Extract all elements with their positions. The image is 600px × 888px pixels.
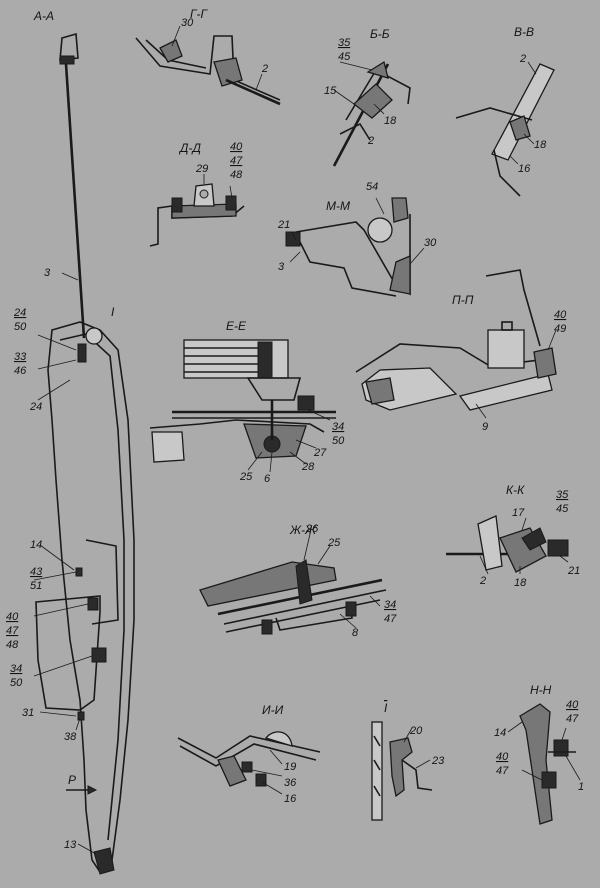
label-aa-14: 14 [30, 539, 42, 551]
label-pp-49: 49 [554, 323, 566, 335]
section-ii-title: И-И [262, 703, 284, 717]
label-zz-34: 34 [384, 599, 396, 611]
label-bb-2: 2 [367, 135, 374, 147]
label-bb-18: 18 [384, 115, 397, 127]
label-ii-16: 16 [284, 793, 297, 805]
label-kk-2: 2 [479, 575, 486, 587]
view-i-marker: I [111, 305, 115, 319]
section-pp-title: П-П [452, 293, 474, 307]
section-ee-title: Е-Е [226, 319, 247, 333]
section-dd-title: Д-Д [178, 141, 201, 155]
label-aa-50b: 50 [10, 677, 23, 689]
label-ee-50: 50 [332, 435, 345, 447]
section-mm-title: М-М [326, 199, 350, 213]
section-vv: В-В 2 18 16 [455, 25, 555, 197]
section-nn: Н-Н 14 40 47 40 47 1 [494, 683, 584, 825]
section-aa: А-А 3 24 50 [6, 9, 135, 875]
label-aa-31: 31 [22, 707, 34, 719]
label-one-20: 20 [409, 725, 423, 737]
section-pp: П-П 40 49 9 [355, 269, 567, 433]
section-bb: Б-Б 35 45 15 18 2 [324, 27, 411, 167]
label-nn-14: 14 [494, 727, 506, 739]
label-zz-8: 8 [352, 627, 359, 639]
label-ee-27: 27 [313, 447, 327, 459]
view-one-title: I [384, 701, 388, 715]
label-aa-34: 34 [10, 663, 22, 675]
label-pp-40: 40 [554, 309, 567, 321]
label-ii-36: 36 [284, 777, 297, 789]
label-aa-50: 50 [14, 321, 27, 333]
view-one: I 20 23 [371, 701, 445, 821]
section-ee: Е-Е 34 50 27 28 25 6 [149, 319, 345, 485]
label-zz-26: 26 [305, 523, 319, 535]
arrow-p-label: Р [68, 773, 76, 787]
label-nn-40b: 40 [496, 751, 509, 763]
label-aa-33: 33 [14, 351, 27, 363]
label-kk-21: 21 [567, 565, 580, 577]
label-dd-40: 40 [230, 141, 243, 153]
label-kk-45: 45 [556, 503, 569, 515]
label-kk-35: 35 [556, 489, 569, 501]
label-ee-28: 28 [301, 461, 315, 473]
label-ee-25: 25 [239, 471, 253, 483]
label-gg-2: 2 [261, 63, 268, 75]
section-zz-title: Ж-Ж [289, 523, 317, 537]
section-kk-title: К-К [506, 483, 525, 497]
label-aa-46: 46 [14, 365, 27, 377]
label-nn-47b: 47 [496, 765, 509, 777]
section-kk: К-К 35 45 17 2 18 21 [446, 483, 580, 589]
section-vv-title: В-В [514, 25, 534, 39]
label-nn-1: 1 [578, 781, 584, 793]
label-zz-47: 47 [384, 613, 397, 625]
label-aa-40: 40 [6, 611, 19, 623]
label-dd-47: 47 [230, 155, 243, 167]
label-aa-24: 24 [13, 307, 26, 319]
label-one-23: 23 [431, 755, 445, 767]
label-vv-2: 2 [519, 53, 526, 65]
section-mm: М-М 54 21 3 30 [277, 181, 437, 297]
label-vv-18: 18 [534, 139, 547, 151]
label-gg-30: 30 [181, 17, 194, 29]
label-aa-13: 13 [64, 839, 77, 851]
label-mm-54: 54 [366, 181, 378, 193]
section-gg: Г-Г 30 2 [135, 7, 281, 106]
section-nn-title: Н-Н [530, 683, 552, 697]
label-dd-29: 29 [195, 163, 208, 175]
label-aa-24b: 24 [29, 401, 42, 413]
label-mm-21: 21 [277, 219, 290, 231]
label-aa-3: 3 [44, 267, 51, 279]
label-nn-47: 47 [566, 713, 579, 725]
label-dd-48: 48 [230, 169, 243, 181]
label-nn-40: 40 [566, 699, 579, 711]
label-vv-16: 16 [518, 163, 531, 175]
section-zz: Ж-Ж 26 25 34 47 8 [199, 523, 397, 639]
label-pp-9: 9 [482, 421, 488, 433]
label-mm-30: 30 [424, 237, 437, 249]
label-zz-25: 25 [327, 537, 341, 549]
label-aa-47: 47 [6, 625, 19, 637]
label-bb-15: 15 [324, 85, 337, 97]
label-ee-34: 34 [332, 421, 344, 433]
section-ii: И-И 19 36 16 [177, 703, 321, 805]
label-aa-38: 38 [64, 731, 77, 743]
section-dd: Д-Д 29 40 47 48 [149, 141, 245, 247]
label-aa-43: 43 [30, 566, 43, 578]
section-aa-title: А-А [33, 9, 54, 23]
label-bb-45: 45 [338, 51, 351, 63]
label-kk-17: 17 [512, 507, 525, 519]
label-aa-51: 51 [30, 580, 42, 592]
label-aa-48: 48 [6, 639, 19, 651]
label-ee-6: 6 [264, 473, 271, 485]
label-kk-18: 18 [514, 577, 527, 589]
label-bb-35: 35 [338, 37, 351, 49]
section-bb-title: Б-Б [370, 27, 390, 41]
section-gg-title: Г-Г [190, 7, 209, 21]
label-mm-3: 3 [278, 261, 285, 273]
label-ii-19: 19 [284, 761, 296, 773]
